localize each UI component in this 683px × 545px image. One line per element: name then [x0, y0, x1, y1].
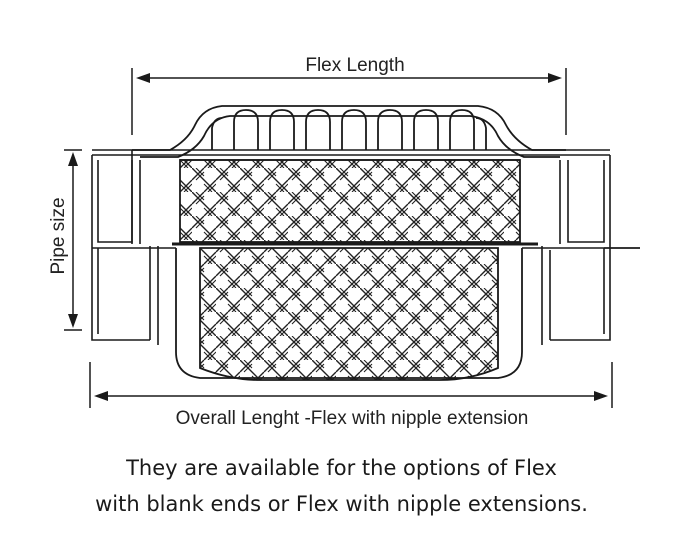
flex-length-dimension [131, 68, 567, 135]
top-flange [92, 149, 610, 161]
overall-length-dimension [89, 362, 613, 408]
overall-length-arrowhead-left [94, 391, 108, 401]
pipe-size-label: Pipe size [48, 197, 69, 274]
bellows-corrugation [132, 105, 566, 158]
caption: They are available for the options of Fl… [0, 450, 683, 522]
upper-braid [179, 159, 521, 243]
flex-length-label: Flex Length [305, 55, 404, 76]
pipe-size-arrowhead-top [68, 152, 78, 166]
lower-shell-outline [175, 248, 523, 379]
caption-line-1: They are available for the options of Fl… [126, 456, 557, 480]
overall-length-arrowhead-right [594, 391, 608, 401]
left-nipple [91, 150, 176, 345]
flex-length-arrowhead-right [548, 73, 562, 83]
flex-length-arrowhead-left [136, 73, 150, 83]
lower-braid [199, 247, 499, 381]
overall-length-label: Overall Lenght -Flex with nipple extensi… [176, 408, 529, 429]
caption-line-2: with blank ends or Flex with nipple exte… [95, 492, 588, 516]
flex-pipe-diagram: Flex Length Pipe size Overall Lenght -Fl… [48, 55, 640, 429]
pipe-size-dimension [64, 149, 82, 331]
right-nipple [522, 155, 640, 345]
pipe-size-arrowhead-bottom [68, 314, 78, 328]
